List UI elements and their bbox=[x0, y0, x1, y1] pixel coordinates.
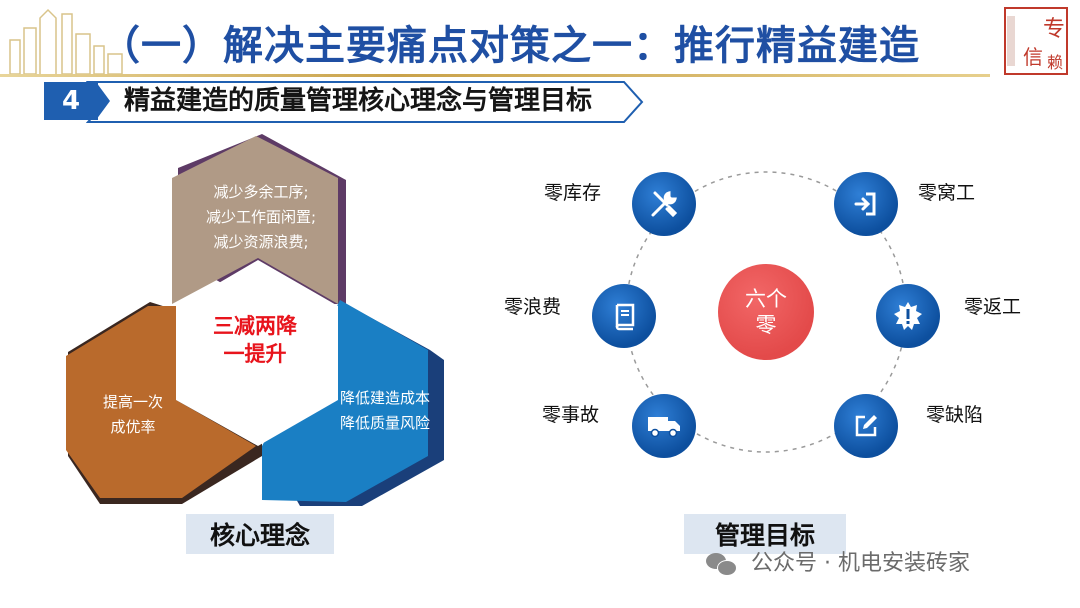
core-concept-label: 核心理念 bbox=[186, 514, 334, 554]
book-icon bbox=[615, 303, 635, 331]
wechat-watermark: 公众号 · 机电安装砖家 bbox=[706, 544, 970, 584]
svg-text:赖: 赖 bbox=[1047, 53, 1063, 72]
alert-badge-icon bbox=[894, 302, 922, 330]
goal-circle-zero-defect bbox=[834, 394, 898, 458]
goal-label-zero-rework: 零返工 bbox=[964, 296, 1022, 318]
goal-label-zero-idle: 零窝工 bbox=[918, 182, 976, 204]
center-hex bbox=[176, 260, 338, 446]
sign-in-arrow-icon bbox=[854, 192, 876, 216]
goal-label-zero-inventory: 零库存 bbox=[544, 182, 602, 204]
section-number-badge: 4 bbox=[44, 82, 98, 120]
top-line-1: 减少多余工序; bbox=[213, 183, 309, 201]
goal-label-zero-accident: 零事故 bbox=[542, 404, 600, 426]
right-line-1: 降低建造成本 bbox=[339, 389, 430, 407]
top-line-2: 减少工作面闲置; bbox=[205, 208, 317, 226]
left-hex bbox=[66, 306, 256, 498]
goal-circle-zero-inventory bbox=[632, 172, 696, 236]
left-line-2: 成优率 bbox=[110, 418, 156, 436]
top-line-3: 减少资源浪费; bbox=[213, 233, 309, 251]
svg-text:信: 信 bbox=[1023, 45, 1043, 69]
goal-label-zero-waste: 零浪费 bbox=[504, 296, 562, 318]
goal-circle-zero-idle bbox=[834, 172, 898, 236]
center-hex-text: 三减两降 一提升 bbox=[190, 312, 320, 368]
management-goal-label: 管理目标 bbox=[684, 514, 846, 554]
center-line-2: 一提升 bbox=[223, 342, 287, 366]
wechat-icon bbox=[706, 551, 738, 577]
right-hex bbox=[262, 300, 428, 502]
section-subtitle: 精益建造的质量管理核心理念与管理目标 bbox=[124, 86, 593, 116]
seal-stamp-logo: 专 信 赖 bbox=[1004, 7, 1068, 75]
goal-circle-zero-accident bbox=[632, 394, 696, 458]
top-hex bbox=[172, 136, 338, 304]
delivery-truck-icon bbox=[648, 417, 680, 438]
right-line-2: 降低质量风险 bbox=[339, 414, 430, 432]
title-underline bbox=[0, 74, 990, 77]
right-hex-text: 降低建造成本 降低质量风险 bbox=[330, 386, 440, 436]
goal-circle-zero-waste bbox=[592, 284, 656, 348]
six-zero-line-2: 零 bbox=[755, 313, 777, 337]
badge-arrow-tip bbox=[96, 82, 110, 120]
page-title: （一）解决主要痛点对策之一：推行精益建造 bbox=[100, 23, 920, 69]
left-hex-text: 提高一次 成优率 bbox=[78, 390, 188, 440]
watermark-text: 公众号 · 机电安装砖家 bbox=[751, 551, 970, 576]
left-line-1: 提高一次 bbox=[102, 393, 163, 411]
six-zero-center: 六个 零 bbox=[718, 264, 814, 360]
six-zero-line-1: 六个 bbox=[745, 287, 787, 311]
wrench-screwdriver-icon bbox=[651, 191, 678, 218]
top-hex-text: 减少多余工序; 减少工作面闲置; 减少资源浪费; bbox=[186, 180, 336, 255]
edit-pencil-icon bbox=[855, 415, 877, 437]
center-line-1: 三减两降 bbox=[213, 314, 297, 338]
goal-circle-zero-rework bbox=[876, 284, 940, 348]
svg-text:专: 专 bbox=[1043, 17, 1065, 42]
goal-label-zero-defect: 零缺陷 bbox=[926, 404, 984, 426]
